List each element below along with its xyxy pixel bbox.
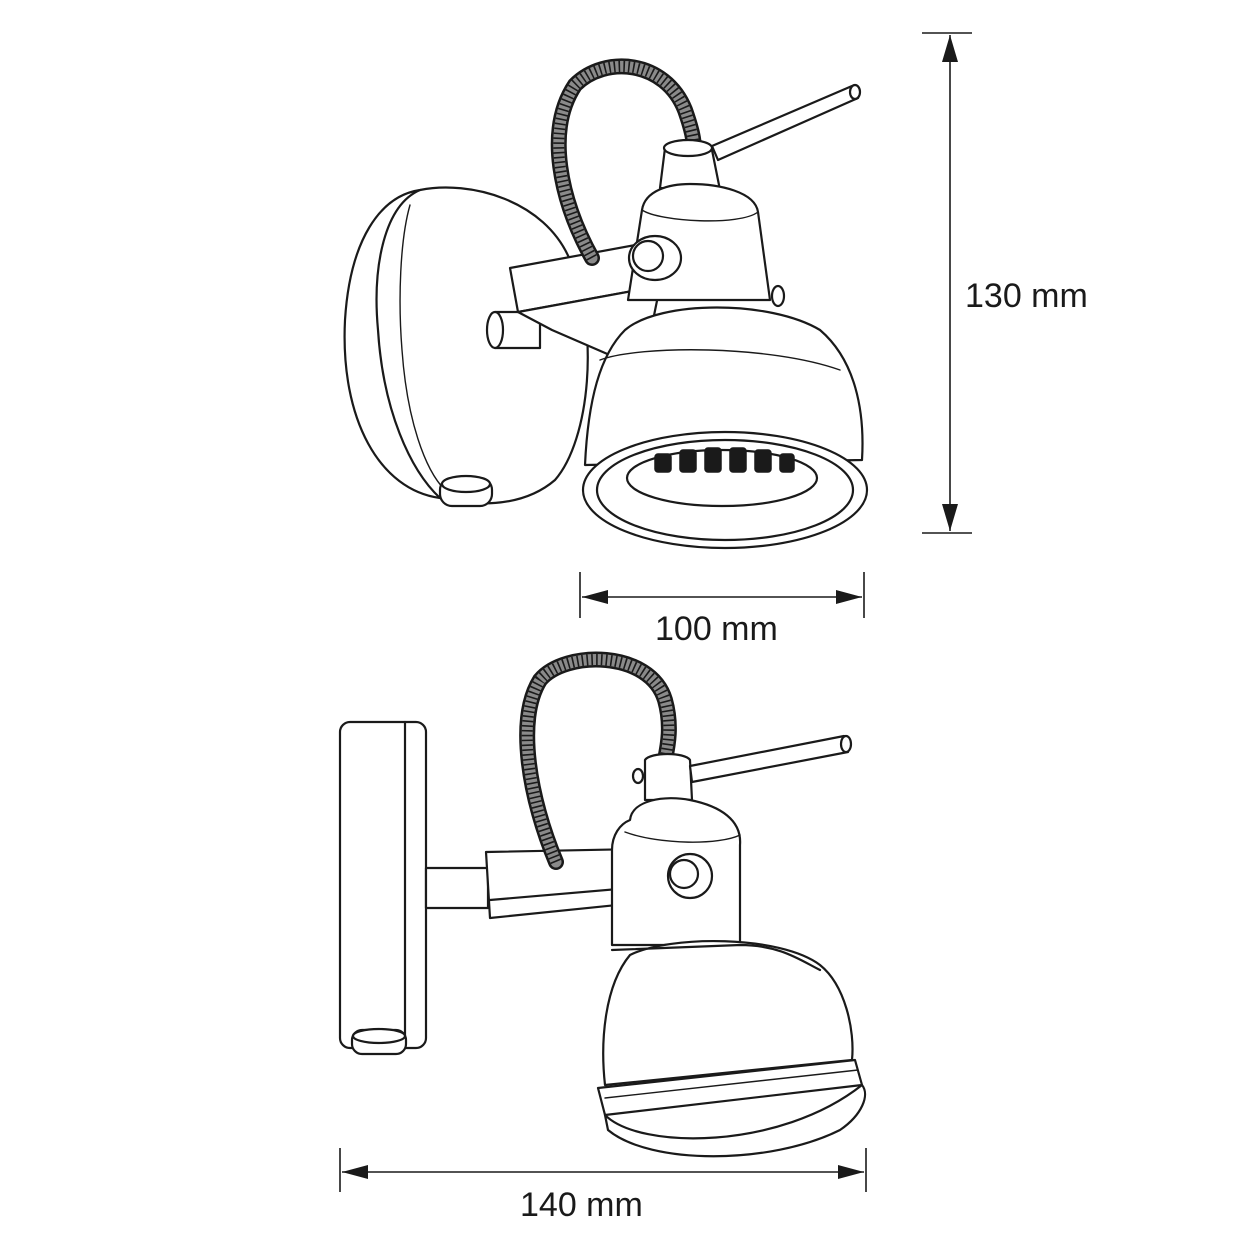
width-dimension: 140 mm bbox=[339, 1148, 867, 1224]
lamp-perspective-view bbox=[343, 58, 869, 550]
width-label: 140 mm bbox=[520, 1186, 643, 1224]
pivot-knob bbox=[627, 234, 683, 282]
adjustment-handle bbox=[710, 83, 862, 162]
lamp-shade bbox=[581, 306, 869, 550]
lamp-side-view bbox=[338, 651, 867, 1158]
flexible-cable bbox=[550, 58, 702, 266]
depth-dimension: 100 mm bbox=[579, 572, 865, 648]
round-wall-plate bbox=[343, 186, 589, 508]
lamp-neck bbox=[626, 138, 786, 308]
neck-side bbox=[610, 752, 742, 947]
handle-side bbox=[688, 734, 853, 784]
height-label: 130 mm bbox=[965, 277, 1088, 315]
led-bulb bbox=[654, 447, 795, 473]
height-dimension: 130 mm bbox=[922, 32, 1088, 534]
cable-side bbox=[519, 651, 677, 870]
knob-side bbox=[666, 852, 714, 900]
depth-label: 100 mm bbox=[655, 610, 778, 648]
shade-side bbox=[596, 939, 867, 1158]
plate-side bbox=[338, 720, 428, 1056]
